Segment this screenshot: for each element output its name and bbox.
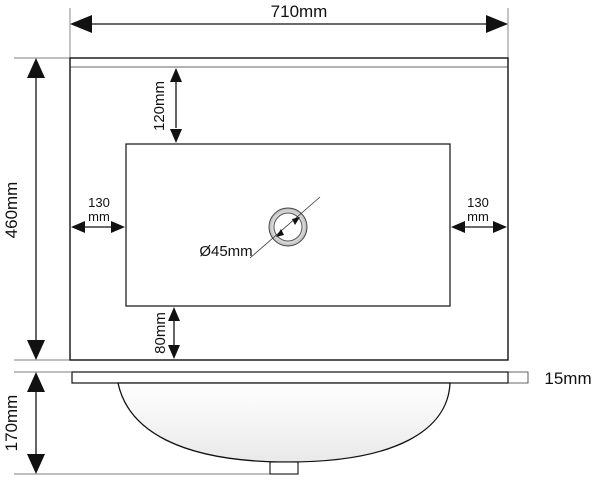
side-view xyxy=(71,371,509,475)
thickness-dimension: 15mm xyxy=(508,369,592,388)
depth-dimension: 170mm xyxy=(2,371,270,475)
diameter-arrow-icon xyxy=(276,229,284,237)
left-margin-value: 130 xyxy=(88,195,110,210)
arrow-left-icon xyxy=(451,221,465,233)
arrow-up-icon xyxy=(27,372,45,392)
countertop-slab xyxy=(71,371,509,384)
right-margin-value: 130 xyxy=(467,195,489,210)
width-label: 710mm xyxy=(271,2,328,21)
arrow-up-icon xyxy=(27,58,45,78)
height-label: 460mm xyxy=(2,182,21,239)
arrow-right-icon xyxy=(486,15,508,33)
bottom-margin-dimension: 80mm xyxy=(152,307,180,359)
bottom-margin-label: 80mm xyxy=(152,312,169,354)
right-margin-unit: mm xyxy=(467,209,489,224)
arrow-left-icon xyxy=(70,15,92,33)
arrow-left-icon xyxy=(71,221,85,233)
arrow-down-icon xyxy=(27,340,45,360)
diameter-leader-line xyxy=(249,196,321,259)
thickness-bracket xyxy=(508,371,529,384)
width-dimension: 710mm xyxy=(69,2,509,58)
depth-label: 170mm xyxy=(2,395,21,452)
arrow-right-icon xyxy=(111,221,125,233)
left-margin-unit: mm xyxy=(88,209,110,224)
arrow-right-icon xyxy=(493,221,507,233)
top-margin-label: 120mm xyxy=(151,81,168,131)
top-margin-dimension: 120mm xyxy=(151,68,182,143)
thickness-label: 15mm xyxy=(544,369,591,388)
arrow-down-icon xyxy=(168,345,180,359)
left-margin-dimension: 130 mm xyxy=(71,195,125,233)
drain-inner-ring xyxy=(273,212,303,242)
drain-hole: Ø45mm xyxy=(199,196,321,260)
arrow-down-icon xyxy=(170,129,182,143)
basin-bowl xyxy=(117,382,451,463)
arrow-up-icon xyxy=(170,68,182,82)
right-margin-dimension: 130 mm xyxy=(451,195,507,233)
arrow-up-icon xyxy=(168,307,180,321)
height-dimension: 460mm xyxy=(2,57,70,361)
arrow-down-icon xyxy=(27,454,45,474)
drain-outlet xyxy=(269,461,299,475)
drain-diameter-label: Ø45mm xyxy=(199,243,252,260)
diameter-arrow-icon xyxy=(292,217,300,225)
